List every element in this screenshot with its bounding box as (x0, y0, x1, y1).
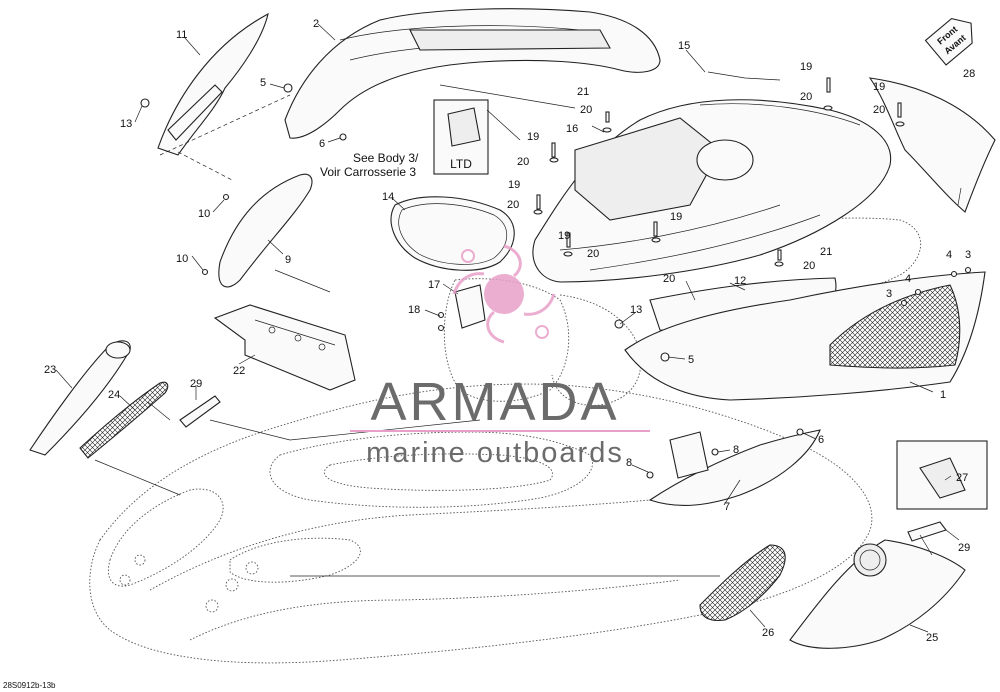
fasteners (140, 77, 972, 479)
callout-8: 8 (733, 444, 739, 456)
callout-24: 24 (108, 389, 120, 401)
callout-23: 23 (44, 364, 56, 376)
callout-20: 20 (803, 260, 815, 272)
armada-logo-mark (452, 244, 556, 344)
callout-19: 19 (508, 179, 520, 191)
callout-5: 5 (688, 354, 694, 366)
callout-19: 19 (558, 230, 570, 242)
callout-20: 20 (800, 91, 812, 103)
part-11-side-trim (157, 12, 269, 156)
front-direction-tag: Front Avant (924, 18, 973, 66)
ltd-label: LTD (450, 157, 472, 171)
part-26-mesh-panel (699, 544, 786, 622)
callout-9: 9 (285, 254, 291, 266)
callout-6: 6 (818, 434, 824, 446)
leader-lines (55, 23, 962, 633)
part-22-skid-plate (213, 304, 356, 391)
callout-27: 27 (956, 472, 968, 484)
armada-watermark: ARMADA marine outboards (350, 244, 650, 469)
ltd-box: LTD (433, 99, 489, 175)
part-2-deck-cover (284, 8, 661, 139)
callout-12: 12 (734, 275, 746, 287)
watermark-tagline: marine outboards (366, 437, 624, 469)
callout-20: 20 (580, 104, 592, 116)
part-27-detail-box (896, 440, 988, 510)
callout-29: 29 (958, 542, 970, 554)
callout-1: 1 (940, 389, 946, 401)
callout-29: 29 (190, 378, 202, 390)
part-23-handle-trim (29, 340, 131, 456)
storage-bin-assembly (532, 99, 892, 283)
callout-7: 7 (724, 501, 730, 513)
callout-6: 6 (319, 138, 325, 150)
watermark-rule (350, 430, 650, 432)
callout-11: 11 (176, 29, 187, 41)
callout-4: 4 (946, 249, 952, 261)
part-1-grille-housing (624, 271, 986, 401)
callout-25: 25 (926, 632, 938, 644)
callout-18: 18 (408, 304, 420, 316)
callout-19: 19 (670, 211, 682, 223)
callout-10: 10 (176, 253, 188, 265)
callout-28: 28 (963, 68, 975, 80)
callout-4: 4 (905, 273, 911, 285)
part-29-strip-left (179, 395, 221, 428)
callout-20: 20 (517, 156, 529, 168)
callout-21: 21 (820, 246, 832, 258)
callout-13: 13 (630, 304, 642, 316)
see-body-note-line2: Voir Carrosserie 3 (320, 165, 416, 179)
callout-10: 10 (198, 208, 210, 220)
callout-19: 19 (873, 81, 885, 93)
callout-20: 20 (587, 248, 599, 260)
part-29-strip-right (907, 521, 947, 542)
part-9-side-panel (218, 173, 313, 288)
callout-3: 3 (886, 288, 892, 300)
part-7-side-panel (648, 429, 821, 506)
callout-14: 14 (382, 191, 394, 203)
watermark-brand: ARMADA (370, 372, 619, 432)
callout-8: 8 (626, 457, 632, 469)
callout-16: 16 (566, 123, 578, 135)
part-24-vent (79, 381, 169, 459)
callout-2: 2 (313, 18, 319, 30)
callout-17: 17 (428, 279, 440, 291)
callout-5: 5 (260, 77, 266, 89)
callout-19: 19 (527, 131, 539, 143)
callout-19: 19 (800, 61, 812, 73)
callout-3: 3 (965, 249, 971, 261)
callout-20: 20 (663, 273, 675, 285)
drawing-reference: 28S0912b-13b (3, 681, 56, 690)
callout-15: 15 (678, 40, 690, 52)
see-body-note-line1: See Body 3/ (353, 151, 419, 165)
callout-numbers: 1 2 3 3 4 4 5 5 6 6 7 8 8 9 10 10 11 12 … (44, 18, 975, 644)
callout-21: 21 (577, 86, 589, 98)
callout-22: 22 (233, 365, 245, 377)
callout-13: 13 (120, 118, 132, 130)
callout-20: 20 (507, 199, 519, 211)
part-17-bracket (454, 284, 486, 329)
part-14-gasket (390, 196, 515, 271)
part-28-bumper (868, 77, 996, 213)
part-25-rear-panel (789, 539, 966, 649)
callout-26: 26 (762, 627, 774, 639)
callout-20: 20 (873, 104, 885, 116)
